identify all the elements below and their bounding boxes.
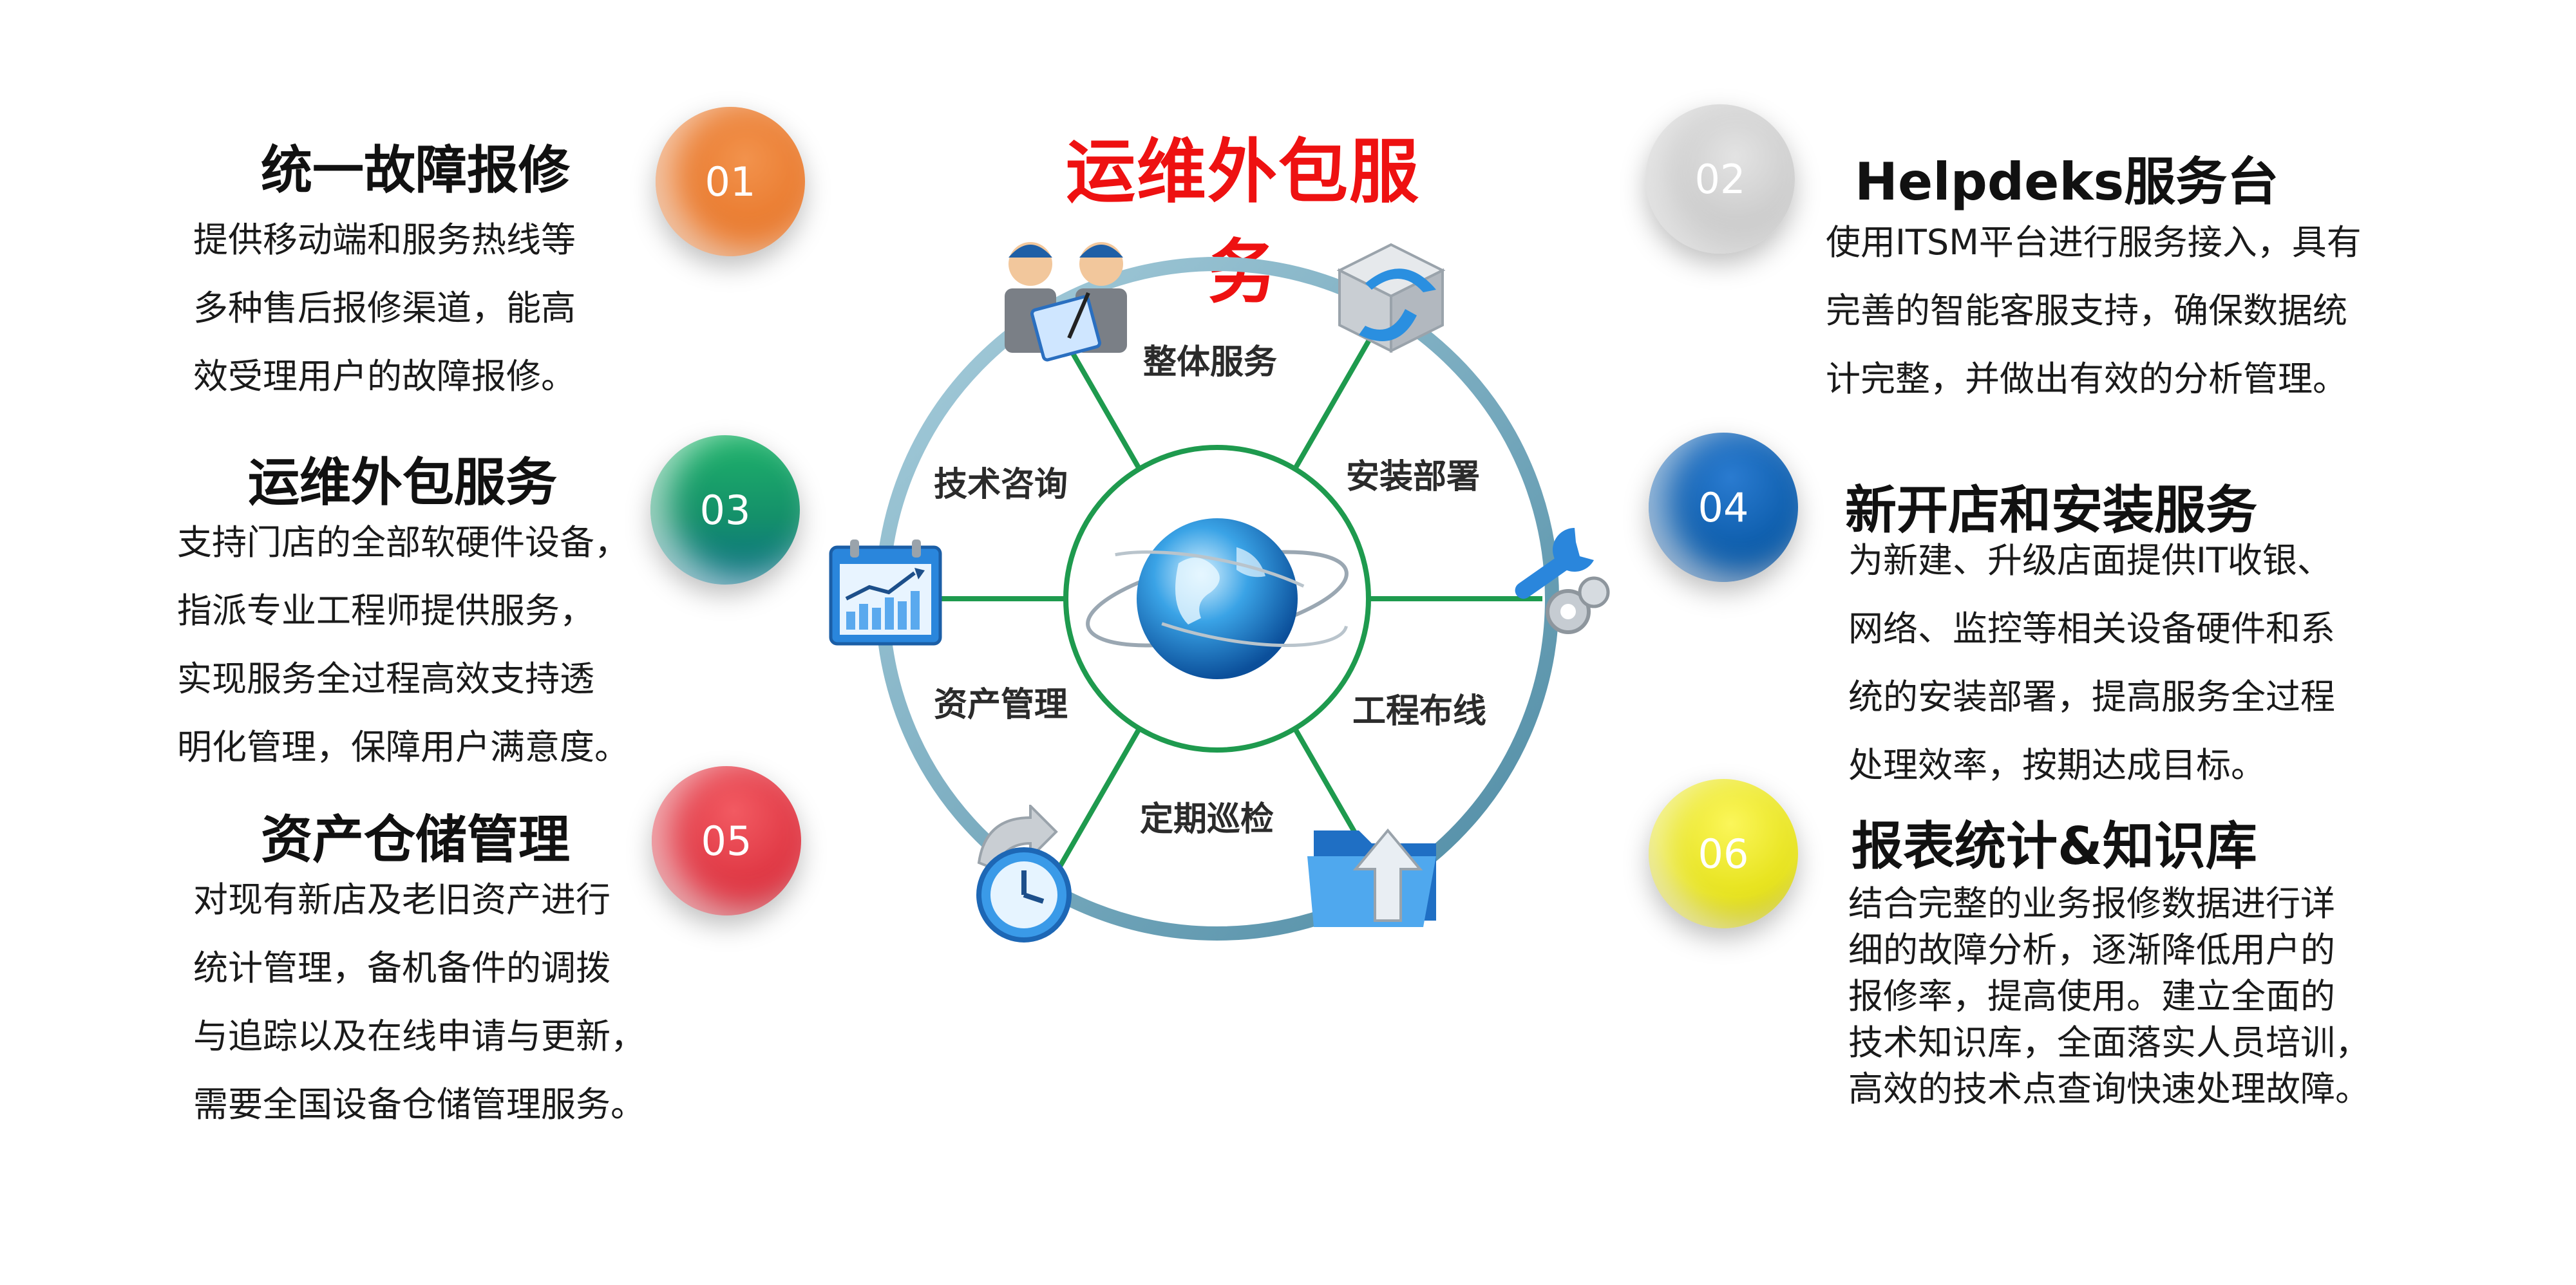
block-03-line: 实现服务全过程高效支持透 [177, 659, 594, 699]
block-03-title: 运维外包服务 [248, 453, 557, 512]
block-06-line: 报修率，提高使用。建立全面的 [1848, 976, 2335, 1017]
block-06-line: 技术知识库，全面落实人员培训， [1848, 1022, 2370, 1063]
block-05-text: 对现有新店及老旧资产进行 统计管理，备机备件的调拨 与追踪以及在线申请与更新， … [193, 866, 645, 1139]
segment-label-inspection: 定期巡检 [1140, 800, 1274, 839]
badge-04: 04 [1649, 433, 1798, 582]
segment-label-install-deploy: 安装部署 [1346, 458, 1481, 496]
segment-label-overall-service: 整体服务 [1143, 343, 1278, 382]
block-05-line: 需要全国设备仓储管理服务。 [193, 1084, 645, 1125]
block-03-line: 指派专业工程师提供服务， [177, 590, 594, 631]
block-04-line: 统的安装部署，提高服务全过程 [1848, 677, 2335, 717]
block-04-line: 网络、监控等相关设备硬件和系 [1848, 608, 2335, 649]
block-03-line: 明化管理，保障用户满意度。 [177, 727, 629, 767]
block-04-line: 处理效率，按期达成目标。 [1848, 745, 2266, 785]
folder-icon [1301, 805, 1449, 933]
block-02-line: 计完整，并做出有效的分析管理。 [1826, 359, 2347, 399]
block-06-title: 报表统计&知识库 [1852, 816, 2257, 876]
clock-icon [953, 805, 1088, 946]
block-05-line: 统计管理，备机备件的调拨 [193, 948, 611, 988]
cube-icon [1327, 232, 1455, 361]
block-02-title: Helpdeks服务台 [1855, 152, 2279, 212]
block-06-line: 结合完整的业务报修数据进行详 [1848, 883, 2335, 924]
block-04-text: 为新建、升级店面提供IT收银、 网络、监控等相关设备硬件和系 统的安装部署，提高… [1848, 527, 2335, 800]
badge-02: 02 [1645, 104, 1795, 254]
block-05-line: 对现有新店及老旧资产进行 [193, 879, 611, 920]
segment-label-asset-mgmt: 资产管理 [934, 686, 1068, 724]
badge-03: 03 [650, 435, 800, 585]
globe-icon [1086, 518, 1349, 679]
block-03-line: 支持门店的全部软硬件设备， [177, 522, 629, 563]
block-02-text: 使用ITSM平台进行服务接入，具有 完善的智能客服支持，确保数据统 计完整，并做… [1826, 209, 2362, 413]
people-icon [992, 232, 1140, 367]
block-02-line: 使用ITSM平台进行服务接入，具有 [1826, 222, 2362, 263]
block-04-line: 为新建、升级店面提供IT收银、 [1848, 540, 2332, 581]
badge-05: 05 [652, 766, 801, 915]
block-06-line: 细的故障分析，逐渐降低用户的 [1848, 930, 2335, 970]
block-01-title: 统一故障报修 [261, 140, 570, 200]
block-01-line: 多种售后报修渠道，能高 [193, 288, 576, 328]
block-03-text: 支持门店的全部软硬件设备， 指派专业工程师提供服务， 实现服务全过程高效支持透 … [177, 509, 629, 782]
block-04-title: 新开店和安装服务 [1845, 480, 2257, 540]
segment-label-tech-consult: 技术咨询 [934, 465, 1068, 504]
badge-06: 06 [1649, 779, 1798, 928]
service-wheel-diagram: 整体服务 安装部署 工程布线 定期巡检 资产管理 技术咨询 [799, 212, 1636, 985]
block-06-line: 高效的技术点查询快速处理故障。 [1848, 1069, 2370, 1109]
segment-label-cabling: 工程布线 [1352, 692, 1487, 731]
block-05-line: 与追踪以及在线申请与更新， [193, 1016, 645, 1056]
wrench-icon [1491, 515, 1620, 644]
block-05-title: 资产仓储管理 [261, 810, 570, 870]
calendar-chart-icon [818, 528, 953, 657]
badge-01: 01 [656, 107, 805, 256]
block-01-line: 效受理用户的故障报修。 [193, 356, 576, 397]
block-06-text: 结合完整的业务报修数据进行详 细的故障分析，逐渐降低用户的 报修率，提高使用。建… [1848, 881, 2370, 1112]
block-01-text: 提供移动端和服务热线等 多种售后报修渠道，能高 效受理用户的故障报修。 [193, 206, 576, 411]
block-02-line: 完善的智能客服支持，确保数据统 [1826, 290, 2347, 331]
block-01-line: 提供移动端和服务热线等 [193, 220, 576, 260]
